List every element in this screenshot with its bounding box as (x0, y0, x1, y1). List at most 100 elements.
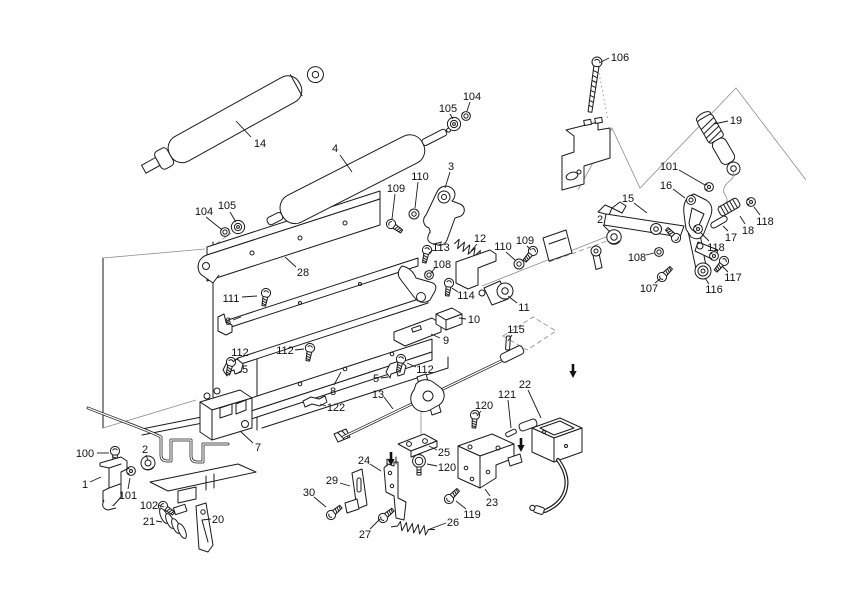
pin-17 (710, 215, 728, 229)
part-label-116: 116 (705, 284, 723, 296)
e-ring-118-b (693, 224, 703, 234)
part-label-2: 2 (142, 444, 148, 456)
screw-120-upper (468, 409, 481, 429)
leader-line (470, 243, 478, 252)
keyhole-link (590, 245, 603, 270)
part-label-24: 24 (358, 455, 370, 467)
bottom-cluster (324, 409, 583, 536)
part-label-21: 21 (143, 516, 155, 528)
leader-line (739, 215, 746, 225)
leader-line (369, 463, 382, 472)
leader-line (333, 371, 342, 386)
bracket-1 (99, 456, 128, 511)
part-label-118: 118 (756, 216, 774, 228)
bushing-2-left (140, 455, 156, 471)
rod-holder (410, 373, 445, 416)
part-label-9: 9 (443, 335, 449, 347)
nut-104-left (220, 227, 230, 237)
screw-109-top (384, 217, 405, 236)
e-ring-118-a (746, 197, 756, 207)
part-label-20: 20 (212, 514, 224, 526)
leader-line (232, 357, 239, 363)
mount-bracket-106 (561, 116, 611, 191)
leader-line (466, 101, 471, 112)
leader-line (721, 265, 729, 273)
part-label-108: 108 (628, 252, 646, 264)
roller-4 (266, 127, 452, 226)
leader-line (678, 169, 706, 186)
leader-line (654, 278, 661, 284)
nut-108-right (654, 247, 664, 257)
part-label-28: 28 (297, 267, 309, 279)
screw-113 (419, 244, 433, 265)
leader-line (89, 476, 102, 483)
rail-6 (217, 257, 419, 336)
part-label-108: 108 (433, 259, 451, 271)
latch-lever-3 (423, 185, 465, 246)
part-label-15: 15 (622, 193, 634, 205)
leader-line (235, 370, 242, 375)
part-label-106: 106 (611, 52, 629, 64)
leader-line (284, 256, 297, 268)
plate-pair (542, 229, 573, 262)
part-label-2: 2 (597, 214, 603, 226)
leader-line (430, 267, 436, 274)
part-label-18: 18 (742, 225, 754, 237)
leader-line (476, 410, 482, 417)
bracket-23 (457, 433, 523, 489)
leader-line (127, 477, 131, 490)
leader-line (145, 454, 149, 461)
bracket-9 (393, 317, 442, 347)
leader-line (241, 295, 258, 298)
screw-109-b (520, 244, 540, 265)
leader-line (391, 193, 396, 220)
part-label-29: 29 (326, 475, 338, 487)
part-label-112: 112 (416, 364, 434, 376)
solenoid-22 (518, 417, 583, 515)
leader-line (455, 500, 467, 510)
leader-line (380, 376, 389, 379)
leader-line (235, 120, 252, 138)
leader-line (507, 295, 518, 304)
base-plate (149, 463, 257, 504)
part-label-101: 101 (660, 161, 678, 173)
part-label-112: 112 (276, 345, 294, 357)
part-label-25: 25 (438, 447, 450, 459)
frame-assembly (141, 190, 449, 436)
part-label-16: 16 (660, 180, 672, 192)
leader-line (369, 518, 381, 530)
part-label-11: 11 (518, 302, 529, 314)
screw-27 (376, 505, 397, 525)
part-label-17: 17 (725, 232, 737, 244)
leader-line (672, 188, 686, 199)
roller-14 (141, 66, 324, 174)
leader-line (426, 463, 438, 467)
leader-line (428, 445, 438, 451)
part-label-101: 101 (119, 490, 137, 502)
bracket-16 (683, 193, 713, 240)
part-label-102: 102 (140, 500, 158, 512)
pin-121 (505, 428, 517, 438)
contact-comb-21 (159, 503, 188, 539)
screw-30 (324, 502, 345, 522)
rod-13-assembly (333, 345, 525, 443)
bracket-10 (435, 307, 463, 331)
part-label-26: 26 (447, 517, 459, 529)
leader-line (484, 488, 491, 497)
part-label-120: 120 (438, 462, 456, 474)
right-linkage-cluster (542, 182, 756, 285)
part-label-7: 7 (255, 442, 261, 454)
screw-111 (258, 287, 272, 308)
leader-line (449, 113, 454, 120)
part-label-109: 109 (387, 183, 405, 195)
solenoid-plunger (518, 418, 538, 432)
rod-sleeve (499, 345, 525, 363)
leader-line (201, 518, 212, 521)
rail-6-end-clip (217, 313, 233, 336)
leader-line (444, 171, 451, 189)
leader-line (458, 317, 467, 320)
leader-line (505, 251, 516, 261)
leader-line (633, 202, 648, 214)
